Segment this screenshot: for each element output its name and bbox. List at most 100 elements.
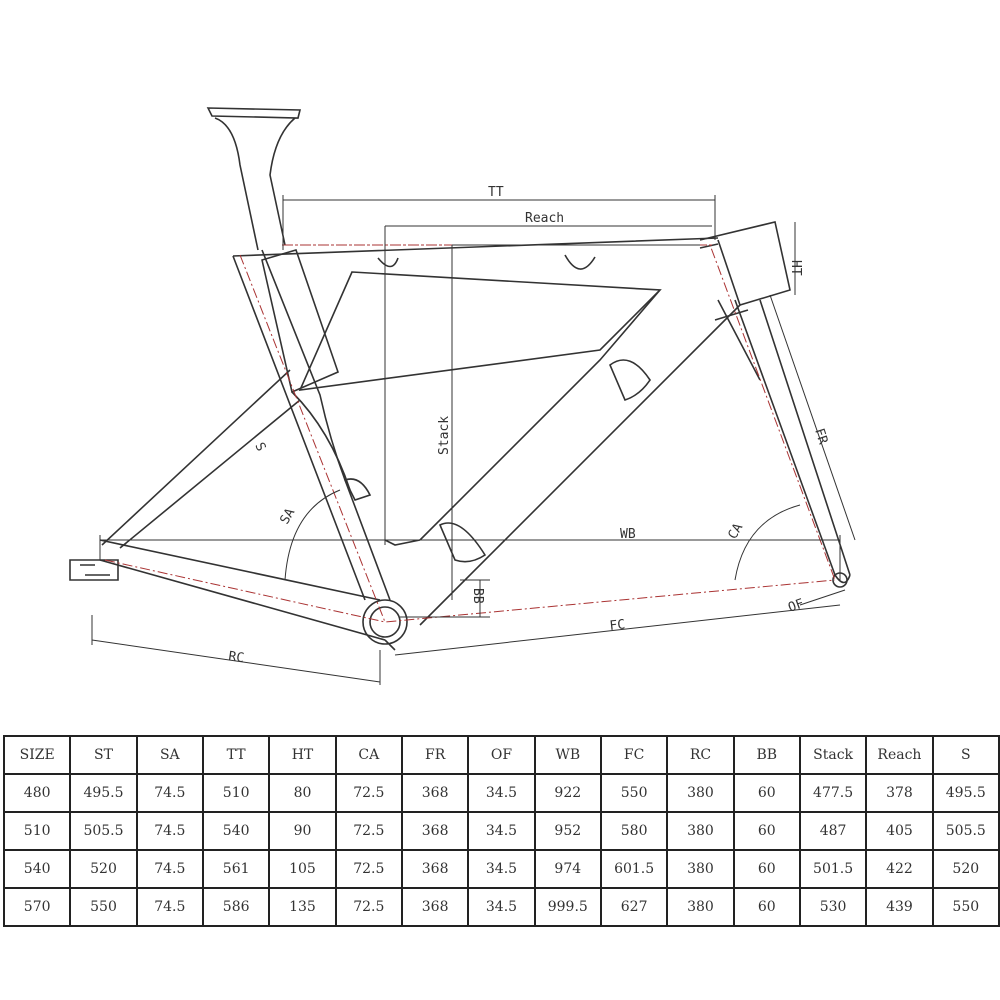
table-cell: 495.5: [69, 773, 138, 813]
table-cell: 550: [69, 887, 138, 927]
reach-dimension: [384, 225, 712, 545]
column-header: ST: [69, 735, 138, 775]
table-cell: 380: [666, 811, 735, 851]
column-header: FR: [400, 735, 470, 775]
table-cell: 422: [865, 849, 934, 889]
table-cell: 510: [201, 773, 271, 813]
of-dimension: [799, 589, 846, 606]
table-cell: 368: [400, 887, 470, 927]
tt-label: TT: [488, 185, 504, 200]
table-cell: 501.5: [798, 849, 868, 889]
table-cell: 520: [69, 849, 138, 889]
column-header: RC: [666, 735, 735, 775]
table-cell: 72.5: [334, 811, 403, 851]
ca-label: CA: [725, 521, 746, 542]
table-cell: 368: [400, 849, 470, 889]
sa-arc: [284, 489, 341, 581]
table-cell: 627: [599, 887, 669, 927]
table-cell: 135: [268, 887, 337, 927]
tt-dimension: [282, 195, 716, 250]
bb-label: BB: [470, 588, 485, 604]
down-tube: [419, 289, 761, 626]
seat-tube-window: [261, 249, 339, 394]
stack-dimension: [451, 244, 700, 600]
column-header: BB: [732, 735, 801, 775]
column-header: SA: [135, 735, 204, 775]
column-header: WB: [533, 735, 602, 775]
table-cell: 530: [798, 887, 868, 927]
table-cell: 439: [865, 887, 934, 927]
column-header: TT: [201, 735, 271, 775]
seatpost: [206, 107, 302, 251]
table-cell: 586: [201, 887, 271, 927]
table-cell: 72.5: [334, 849, 403, 889]
table-cell: 378: [865, 773, 934, 813]
of-label: OF: [786, 596, 806, 616]
table-cell: 952: [533, 811, 602, 851]
table-cell: 380: [666, 773, 735, 813]
table-cell: 34.5: [467, 773, 536, 813]
column-header: Reach: [865, 735, 934, 775]
table-cell: 60: [732, 849, 801, 889]
ca-arc: [734, 504, 801, 581]
stack-label: Stack: [437, 416, 452, 455]
fc-label: FC: [609, 617, 626, 634]
seat-stays: [101, 369, 351, 549]
wb-label: WB: [620, 527, 636, 542]
table-cell: 999.5: [533, 887, 602, 927]
column-header: HT: [268, 735, 337, 775]
table-cell: 380: [666, 849, 735, 889]
table-cell: 34.5: [467, 849, 536, 889]
table-cell: 60: [732, 773, 801, 813]
column-header: FC: [599, 735, 669, 775]
table-cell: 540: [201, 811, 271, 851]
table-cell: 74.5: [135, 773, 204, 813]
table-cell: 922: [533, 773, 602, 813]
column-header: Stack: [798, 735, 868, 775]
table-cell: 601.5: [599, 849, 669, 889]
rc-dimension: [91, 615, 381, 685]
table-cell: 72.5: [334, 773, 403, 813]
table-cell: 405: [865, 811, 934, 851]
table-cell: 510: [2, 811, 72, 851]
column-header: S: [931, 735, 1000, 775]
table-cell: 580: [599, 811, 669, 851]
ht-label: HT: [788, 260, 803, 276]
column-header: OF: [467, 735, 536, 775]
table-cell: 520: [931, 849, 1000, 889]
fc-dimension: [394, 604, 841, 656]
sa-label: SA: [277, 506, 298, 527]
table-cell: 505.5: [931, 811, 1000, 851]
table-cell: 74.5: [135, 811, 204, 851]
table-cell: 90: [268, 811, 337, 851]
seat-tube: [232, 249, 391, 601]
table-cell: 80: [268, 773, 337, 813]
table-cell: 495.5: [931, 773, 1000, 813]
table-cell: 72.5: [334, 887, 403, 927]
table-cell: 477.5: [798, 773, 868, 813]
s-label: S: [251, 440, 268, 453]
table-cell: 570: [2, 887, 72, 927]
wb-dimension: [99, 535, 841, 580]
fr-dimension: [769, 294, 856, 541]
reach-label: Reach: [525, 211, 564, 226]
bb-dimension: [400, 579, 490, 618]
table-cell: 74.5: [135, 887, 204, 927]
rear-dropout: [69, 559, 119, 581]
bottom-bracket: [362, 599, 408, 645]
chain-stays: [99, 539, 396, 651]
table-cell: 34.5: [467, 811, 536, 851]
table-cell: 105: [268, 849, 337, 889]
column-header: SIZE: [2, 735, 72, 775]
table-cell: 60: [732, 887, 801, 927]
rc-label: RC: [227, 649, 245, 666]
fr-label: FR: [811, 427, 830, 447]
table-cell: 368: [400, 811, 470, 851]
table-cell: 487: [798, 811, 868, 851]
